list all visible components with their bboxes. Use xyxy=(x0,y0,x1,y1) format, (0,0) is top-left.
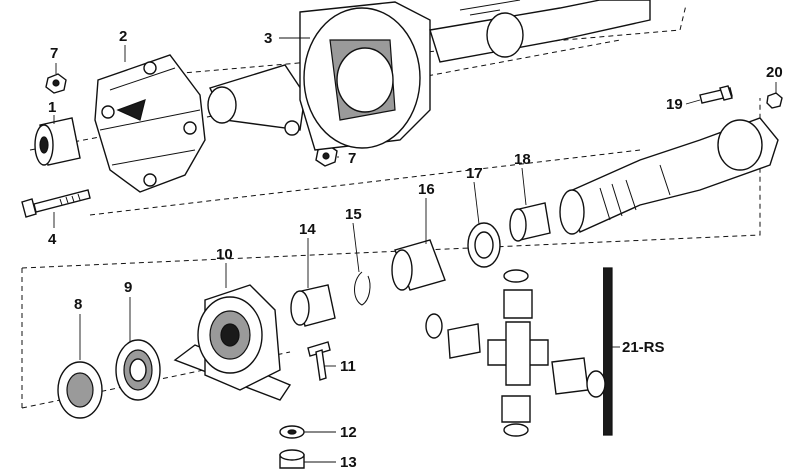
bolt-long xyxy=(21,189,91,218)
label-21-rs: 21-RS xyxy=(622,339,665,356)
sleeve-16 xyxy=(391,239,446,291)
bolt-short xyxy=(699,85,733,104)
nut-upper xyxy=(45,73,67,94)
label-17: 17 xyxy=(466,165,483,182)
flexible-coupling xyxy=(94,54,206,193)
ball-bearing-9 xyxy=(115,339,161,401)
universal-joint-kit xyxy=(425,267,613,437)
label-16: 16 xyxy=(418,181,435,198)
bearing-ring-14 xyxy=(290,284,336,327)
label-13: 13 xyxy=(340,454,357,471)
label-14: 14 xyxy=(299,221,316,238)
label-15: 15 xyxy=(345,206,362,223)
label-7-lower: 7 xyxy=(348,150,356,167)
bolt-11 xyxy=(307,341,331,381)
label-4: 4 xyxy=(48,231,57,248)
label-10: 10 xyxy=(216,246,233,263)
label-3: 3 xyxy=(264,30,272,47)
nut-small xyxy=(766,92,783,109)
washer-12 xyxy=(279,425,305,439)
label-12: 12 xyxy=(340,424,357,441)
label-1: 1 xyxy=(48,99,56,116)
circlip-15 xyxy=(354,271,371,306)
label-19: 19 xyxy=(666,96,683,113)
dust-seal-8 xyxy=(57,361,103,419)
label-9: 9 xyxy=(124,279,132,296)
upper-drive-shaft xyxy=(429,0,651,63)
bearing-ring-18 xyxy=(509,202,551,242)
label-20: 20 xyxy=(766,64,783,81)
part-labels: 7 2 3 1 4 7 8 9 10 11 12 13 14 15 16 17 … xyxy=(48,28,783,471)
center-bearing-support xyxy=(173,284,292,401)
label-8: 8 xyxy=(74,296,82,313)
retaining-ring-17 xyxy=(467,222,501,268)
label-11: 11 xyxy=(340,358,356,375)
label-18: 18 xyxy=(514,151,531,168)
label-2: 2 xyxy=(119,28,127,45)
leader-lines xyxy=(53,37,777,463)
flange-housing xyxy=(207,1,431,151)
nut-13 xyxy=(279,449,305,469)
centering-sleeve xyxy=(34,117,81,166)
rear-drive-shaft xyxy=(559,117,779,235)
label-7-upper: 7 xyxy=(50,45,58,62)
